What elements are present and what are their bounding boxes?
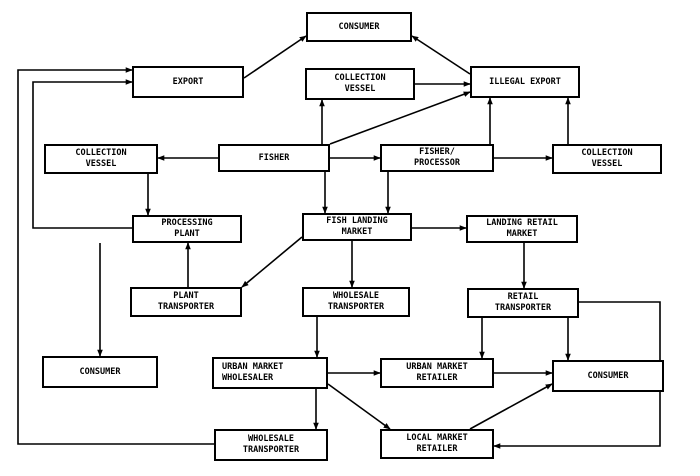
node-label: LANDING RETAIL — [486, 218, 558, 228]
node-fish-landing-market: FISH LANDING MARKET — [302, 213, 412, 241]
node-label: COLLECTION — [334, 73, 386, 83]
node-processing-plant: PROCESSING PLANT — [132, 215, 242, 243]
node-label: WHOLESALE — [332, 291, 380, 301]
node-label: WHOLESALER — [222, 373, 274, 383]
node-plant-transporter: PLANT TRANSPORTER — [130, 287, 242, 317]
edge-local-retailer-to-consumer-right — [469, 383, 553, 430]
node-label: PROCESSOR — [413, 158, 461, 168]
node-label: CONSUMER — [587, 370, 629, 381]
node-wholesale-transporter-mid: WHOLESALE TRANSPORTER — [302, 287, 410, 317]
node-consumer-top: CONSUMER — [306, 12, 412, 42]
node-export: EXPORT — [132, 66, 244, 98]
node-label: URBAN MARKET — [222, 362, 284, 372]
node-label: TRANSPORTER — [157, 302, 215, 312]
node-label: VESSEL — [344, 84, 376, 94]
node-illegal-export: ILLEGAL EXPORT — [470, 66, 580, 98]
node-urban-market-retailer: URBAN MARKET RETAILER — [380, 358, 494, 388]
node-label: VESSEL — [85, 159, 117, 169]
node-label: FISH LANDING — [326, 216, 388, 226]
node-label: PROCESSING — [161, 218, 213, 228]
node-label: CONSUMER — [79, 366, 121, 377]
node-label: TRANSPORTER — [494, 303, 552, 313]
node-label: PLANT — [173, 291, 199, 301]
node-consumer-right: CONSUMER — [552, 360, 664, 392]
node-collection-vessel-left: COLLECTION VESSEL — [44, 144, 158, 174]
node-landing-retail-market: LANDING RETAIL MARKET — [466, 215, 578, 243]
node-label: VESSEL — [591, 159, 623, 169]
node-label: RETAILER — [416, 444, 458, 454]
node-local-market-retailer: LOCAL MARKET RETAILER — [380, 429, 494, 459]
node-label: RETAILER — [416, 373, 458, 383]
node-fisher-processor: FISHER/ PROCESSOR — [380, 144, 494, 172]
edge-illegal-export-to-consumer — [411, 35, 471, 75]
edge-processing-to-export-loop — [32, 79, 133, 229]
edge-fish-landing-to-plant-transporter — [241, 236, 303, 288]
node-label: COLLECTION — [75, 148, 127, 158]
node-wholesale-transporter-bottom: WHOLESALE TRANSPORTER — [214, 429, 328, 461]
edge-fisher-to-illegal-export — [329, 91, 471, 145]
node-label: MARKET — [506, 229, 538, 239]
node-label: WHOLESALE — [247, 434, 295, 444]
node-urban-market-wholesaler: URBAN MARKET WHOLESALER — [212, 357, 328, 389]
node-label: COLLECTION — [581, 148, 633, 158]
node-retail-transporter: RETAIL TRANSPORTER — [467, 288, 579, 318]
node-collection-vessel-top: COLLECTION VESSEL — [305, 68, 415, 100]
node-label: FISHER — [258, 152, 290, 163]
node-collection-vessel-right: COLLECTION VESSEL — [552, 144, 662, 174]
node-consumer-left: CONSUMER — [42, 356, 158, 388]
node-label: URBAN MARKET — [406, 362, 468, 372]
node-label: TRANSPORTER — [242, 445, 300, 455]
node-fisher: FISHER — [218, 144, 330, 172]
edge-export-to-consumer — [243, 35, 307, 79]
node-label: CONSUMER — [338, 21, 380, 32]
node-label: LOCAL MARKET — [406, 433, 468, 443]
node-label: PLANT — [174, 229, 200, 239]
node-label: ILLEGAL EXPORT — [489, 76, 561, 87]
node-label: EXPORT — [172, 76, 204, 87]
node-label: FISHER/ — [419, 147, 455, 157]
edge-urban-wholesaler-to-local-retailer — [327, 383, 391, 430]
edge-wt-bottom-loop-to-export — [17, 67, 214, 445]
node-label: TRANSPORTER — [327, 302, 385, 312]
node-label: RETAIL — [507, 292, 539, 302]
node-label: MARKET — [341, 227, 373, 237]
